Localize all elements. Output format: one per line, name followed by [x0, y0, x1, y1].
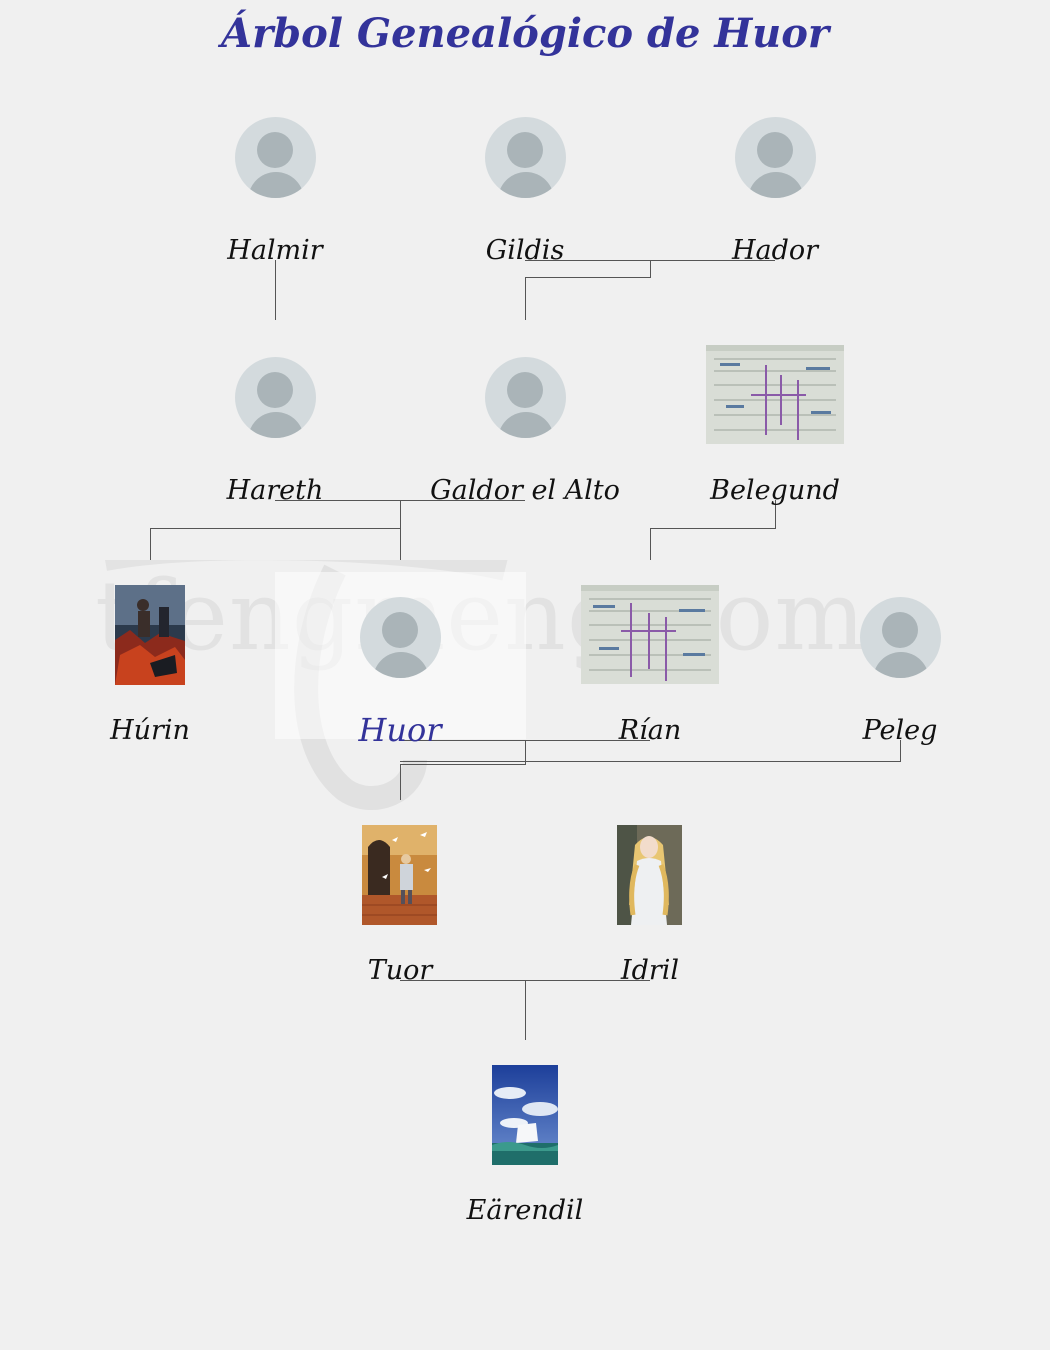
person-placeholder-icon	[235, 357, 316, 438]
person-name: Peleg	[862, 715, 938, 746]
person-name: Belegund	[710, 475, 840, 506]
ship-at-sea-painting	[492, 1065, 558, 1165]
person-name: Halmir	[227, 235, 323, 266]
genealogy-chart-image	[706, 345, 844, 444]
person-name: Tuor	[367, 955, 433, 986]
person-name-focus: Huor	[358, 711, 442, 749]
warrior-painting	[362, 825, 437, 925]
person-name: Húrin	[110, 715, 190, 746]
person-placeholder-icon	[860, 597, 941, 678]
golden-haired-woman-painting	[617, 825, 682, 925]
person-placeholder-icon	[485, 357, 566, 438]
person-name: Idril	[620, 955, 680, 986]
page-title: Árbol Genealógico de Huor	[221, 10, 829, 57]
person-name: Hador	[731, 235, 819, 266]
person-placeholder-icon	[235, 117, 316, 198]
person-name: Galdor el Alto	[430, 475, 620, 506]
battle-painting	[115, 585, 185, 685]
person-placeholder-icon	[360, 597, 441, 678]
genealogy-chart-image	[581, 585, 719, 684]
person-name: Eärendil	[466, 1195, 584, 1226]
person-name: Gildis	[485, 235, 565, 266]
person-placeholder-icon	[485, 117, 566, 198]
person-name: Hareth	[226, 475, 324, 506]
person-name: Rían	[618, 715, 682, 746]
person-placeholder-icon	[735, 117, 816, 198]
